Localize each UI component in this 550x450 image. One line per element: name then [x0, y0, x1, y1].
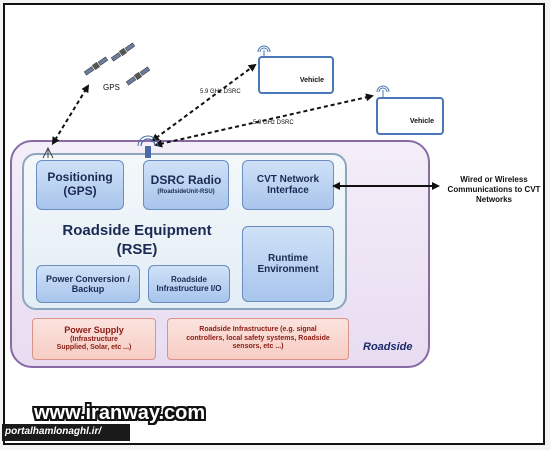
- roadside-infrastructure-io-box: Roadside Infrastructure I/O: [148, 265, 230, 303]
- satellite-icon: [110, 42, 136, 62]
- dsrc-vehicle-1-arrow: [151, 63, 257, 142]
- power-conversion-box: Power Conversion / Backup: [36, 265, 140, 303]
- roadside-infrastructure-box: Roadside Infrastructure (e.g. signal con…: [167, 318, 349, 360]
- runtime-environment-box: Runtime Environment: [242, 226, 334, 302]
- runtime-line2: Environment: [257, 264, 319, 275]
- cvt-line2: Interface: [267, 185, 309, 196]
- site-watermark: www.iranway.com: [34, 402, 206, 424]
- portal-watermark-bar: [2, 424, 130, 441]
- power-conv-line2: Backup: [71, 284, 105, 294]
- wired-wireless-label: Wired or Wireless Communications to CVT …: [447, 175, 541, 204]
- vehicle-2-antenna-icon: [376, 85, 390, 98]
- runtime-line1: Runtime: [268, 252, 308, 264]
- infra-line1: Roadside Infrastructure (e.g. signal: [199, 326, 317, 334]
- power-supply-line1: Power Supply: [64, 325, 124, 336]
- rse-title-line1: Roadside Equipment: [62, 222, 212, 239]
- dsrc-radio-subtitle: (RoadsideUnit-RSU): [157, 189, 215, 196]
- dsrc-radio-title: DSRC Radio: [150, 172, 222, 187]
- power-supply-box: Power Supply (Infrastructure Supplied, S…: [32, 318, 156, 360]
- infra-line3: sensors, etc ...): [232, 343, 284, 351]
- infra-io-line1: Roadside: [170, 274, 207, 284]
- dsrc-antenna-icon: [137, 135, 159, 158]
- infra-line2: controllers, local safety systems, Roads…: [186, 334, 330, 342]
- gps-antenna-icon: [42, 146, 54, 159]
- gps-label: GPS: [103, 83, 120, 92]
- vehicle-box-1: Vehicle: [258, 56, 334, 94]
- positioning-line2: (GPS): [63, 184, 97, 198]
- satellite-icon: [83, 56, 109, 76]
- rse-title-line2: (RSE): [116, 240, 158, 258]
- cvt-network-interface-box: CVT Network Interface: [242, 160, 334, 210]
- dsrc-radio-box: DSRC Radio (RoadsideUnit-RSU): [143, 160, 229, 210]
- gps-link-arrow: [51, 84, 90, 146]
- satellite-icon: [125, 66, 151, 86]
- vehicle-label-1: Vehicle: [299, 77, 324, 84]
- vehicle-1-antenna-icon: [257, 45, 271, 57]
- dsrc-vehicle-2-arrow: [154, 93, 374, 148]
- power-supply-line3: Supplied, Solar, etc ...): [56, 344, 132, 352]
- portal-watermark: portalhamlonaghl.ir/: [5, 426, 102, 437]
- power-supply-line2: (Infrastructure: [70, 336, 118, 343]
- vehicle-box-2: Vehicle: [376, 97, 444, 135]
- power-conv-line1: Power Conversion /: [45, 273, 131, 284]
- rse-title: Roadside Equipment (RSE): [52, 222, 222, 260]
- positioning-box: Positioning (GPS): [36, 160, 124, 210]
- vehicle-label-2: Vehicle: [409, 118, 434, 125]
- infra-io-line2: Infrastructure I/O: [156, 284, 222, 293]
- positioning-line1: Positioning: [47, 170, 113, 185]
- roadside-label: Roadside: [363, 341, 413, 353]
- cvt-line1: CVT Network: [256, 173, 320, 185]
